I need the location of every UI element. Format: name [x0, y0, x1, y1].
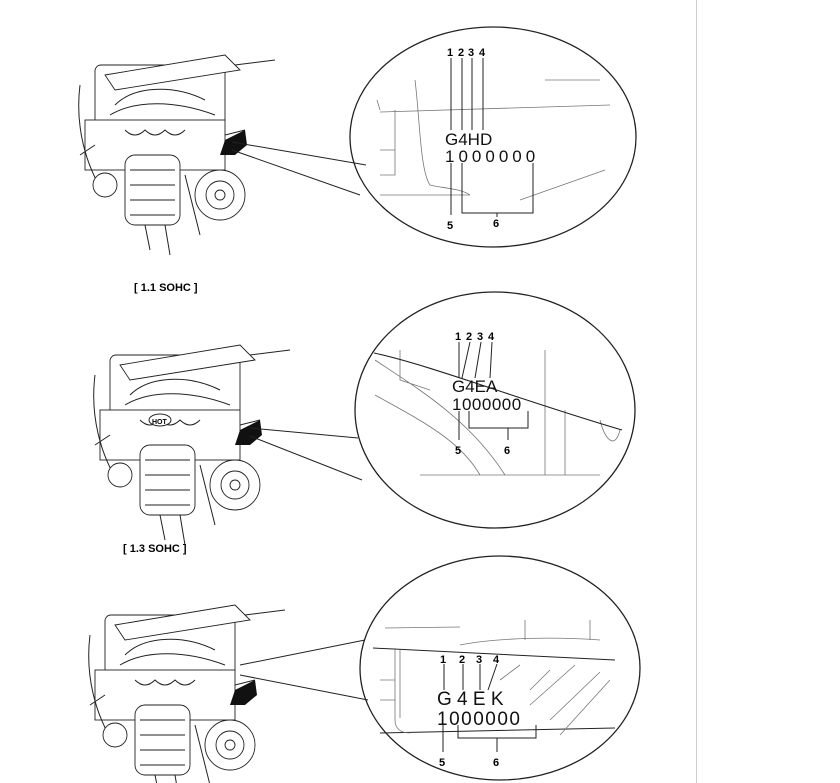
- panel-1-3-sohc: HOT 1 2 3 4 5 6 G4EA 1000000 [ 1.3 SOHC …: [93, 291, 636, 555]
- panel-3: 1 2 3 4 5 6 G 4 E K 1000000: [88, 555, 641, 783]
- callout-2: 2: [459, 654, 465, 666]
- callout-3: 3: [476, 654, 482, 666]
- engine-code: G 4 E K: [437, 689, 504, 710]
- engine-caption: [ 1.1 SOHC ]: [134, 282, 198, 294]
- callout-3: 3: [477, 331, 483, 343]
- callout-1: 1: [455, 331, 461, 343]
- engine-serial: 1000000: [445, 147, 539, 166]
- callout-4: 4: [493, 654, 500, 666]
- engine-caption: [ 1.3 SOHC ]: [123, 543, 187, 555]
- callout-1: 1: [440, 654, 446, 666]
- callout-2: 2: [466, 331, 472, 343]
- page-divider: [696, 0, 697, 783]
- hot-label: HOT: [152, 419, 168, 426]
- panel-1-1-sohc: 1 2 3 4 5 6 G4HD 1000000 [ 1.1 SOHC ]: [78, 26, 637, 294]
- callout-6: 6: [493, 757, 499, 769]
- callout-5: 5: [455, 445, 461, 457]
- callout-1: 1: [447, 47, 453, 59]
- engine-illustration-3: [88, 604, 286, 783]
- callout-3: 3: [468, 47, 474, 59]
- engine-code: G4EA: [452, 377, 498, 396]
- detail-ellipse: [359, 555, 641, 781]
- leader-lines: [231, 141, 367, 196]
- callout-4: 4: [488, 331, 495, 343]
- engine-code: G4HD: [445, 130, 492, 149]
- callout-4: 4: [479, 47, 486, 59]
- callout-2: 2: [458, 47, 464, 59]
- engine-serial: 1000000: [452, 395, 522, 414]
- callout-6: 6: [493, 218, 499, 230]
- callout-5: 5: [447, 220, 453, 232]
- callout-5: 5: [439, 757, 445, 769]
- detail-ellipse: [349, 26, 637, 248]
- callout-6: 6: [504, 445, 510, 457]
- engine-illustration-2: [93, 344, 291, 546]
- engine-serial: 1000000: [437, 709, 521, 730]
- detail-ellipse: [354, 291, 636, 529]
